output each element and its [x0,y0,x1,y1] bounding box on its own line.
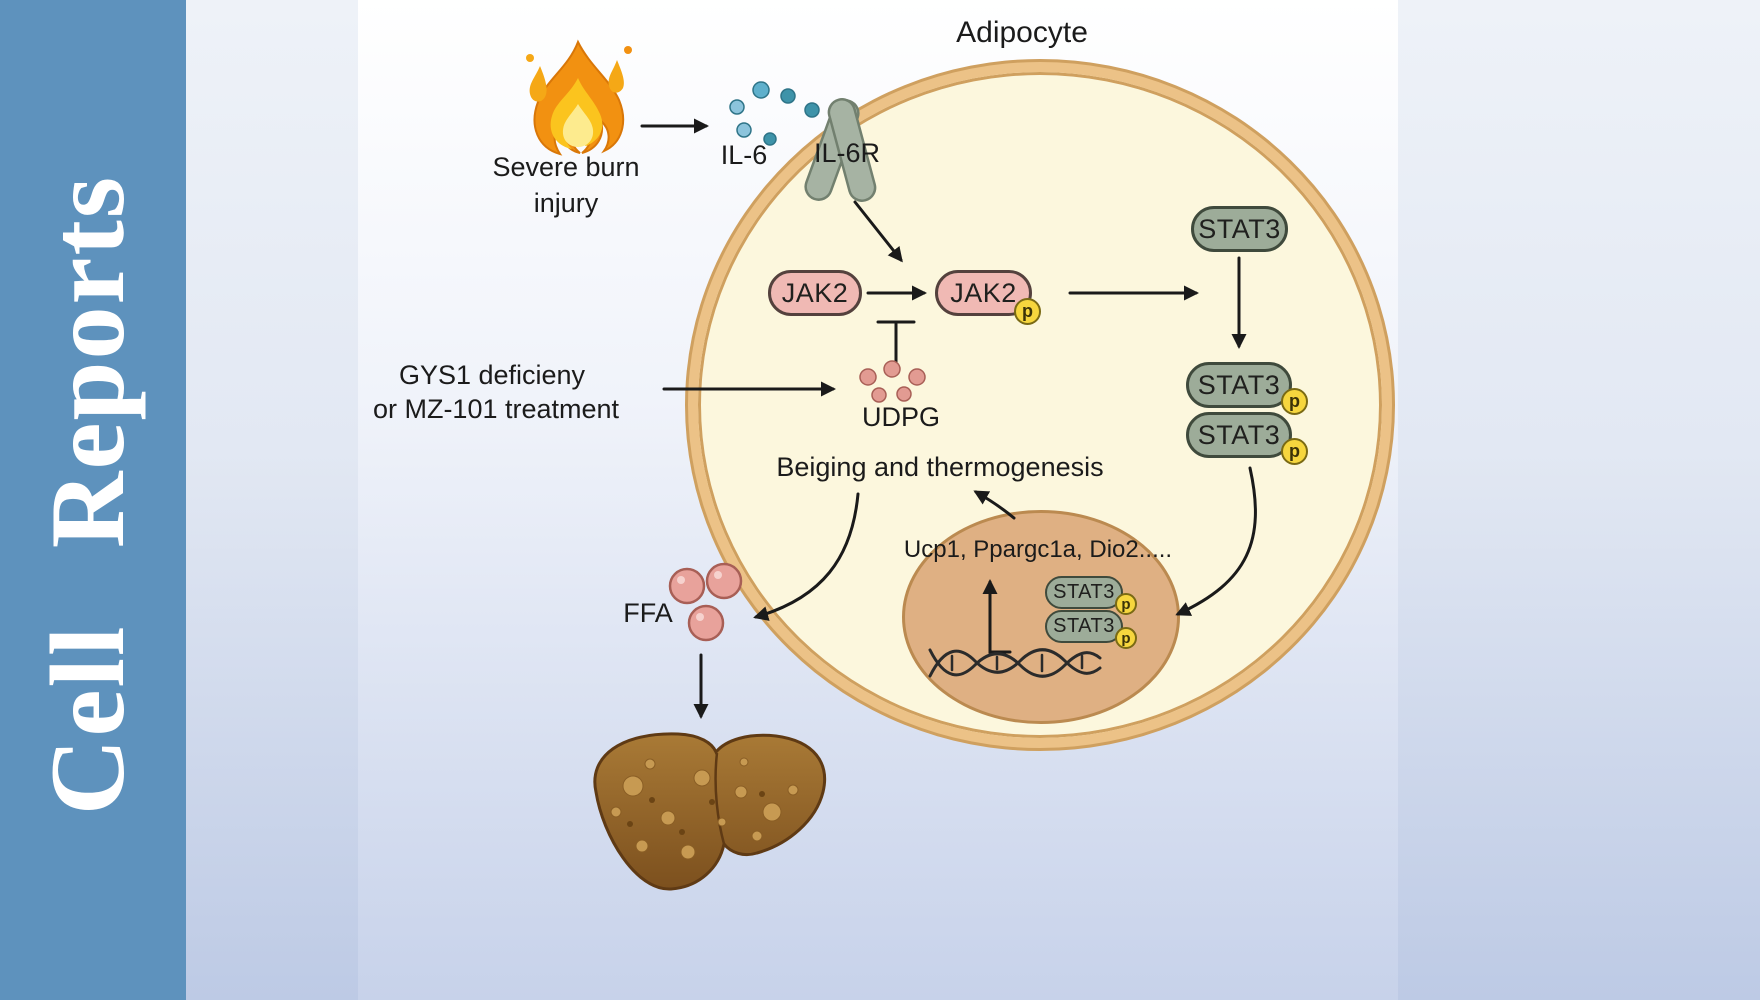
phospho-letter: p [1121,595,1131,613]
il6r-label: IL-6R [813,138,881,168]
cell-title: Adipocyte [956,16,1088,49]
stat3-dimer-pill-2: STAT3 [1186,412,1292,458]
journal-spine: Cell Reports [0,0,186,1000]
udpg-label: UDPG [861,402,941,432]
phospho-badge-jak2: p [1014,298,1041,325]
gys1-label-2: or MZ-101 treatment [372,394,620,424]
jak2-phospho-label: JAK2 [950,277,1017,308]
stat3-dimer-pill-1: STAT3 [1186,362,1292,408]
phospho-badge-nucleus-1: p [1115,593,1137,615]
stat3-pill: STAT3 [1191,206,1288,252]
jak2-label: JAK2 [781,277,849,308]
gys1-label-1: GYS1 deficieny [398,360,586,390]
nucleus-stat3-label-2: STAT3 [1053,615,1115,637]
beiging-label: Beiging and thermogenesis [776,452,1104,482]
nucleus [902,510,1180,724]
stat3-dimer-label-2: STAT3 [1197,419,1281,450]
stat3-dimer-label-1: STAT3 [1197,369,1281,400]
nucleus-stat3-label-1: STAT3 [1053,581,1115,603]
burn-label-1: Severe burn [492,152,640,182]
nucleus-stat3-pill-1: STAT3 [1045,576,1123,609]
ffa-label: FFA [623,598,673,628]
burn-label-2: injury [533,188,599,218]
phospho-letter: p [1121,629,1131,647]
phospho-badge-dimer-1: p [1281,388,1308,415]
stat3-label: STAT3 [1198,213,1281,244]
phospho-letter: p [1022,301,1033,321]
target-genes-label: Ucp1, Ppargc1a, Dio2..... [903,536,1173,563]
nucleus-stat3-pill-2: STAT3 [1045,610,1123,643]
phospho-badge-dimer-2: p [1281,438,1308,465]
phospho-letter: p [1289,441,1300,461]
il6-label: IL-6 [720,140,768,170]
phospho-letter: p [1289,391,1300,411]
jak2-pill: JAK2 [768,270,862,316]
journal-title: Cell Reports [29,174,146,816]
phospho-badge-nucleus-2: p [1115,627,1137,649]
